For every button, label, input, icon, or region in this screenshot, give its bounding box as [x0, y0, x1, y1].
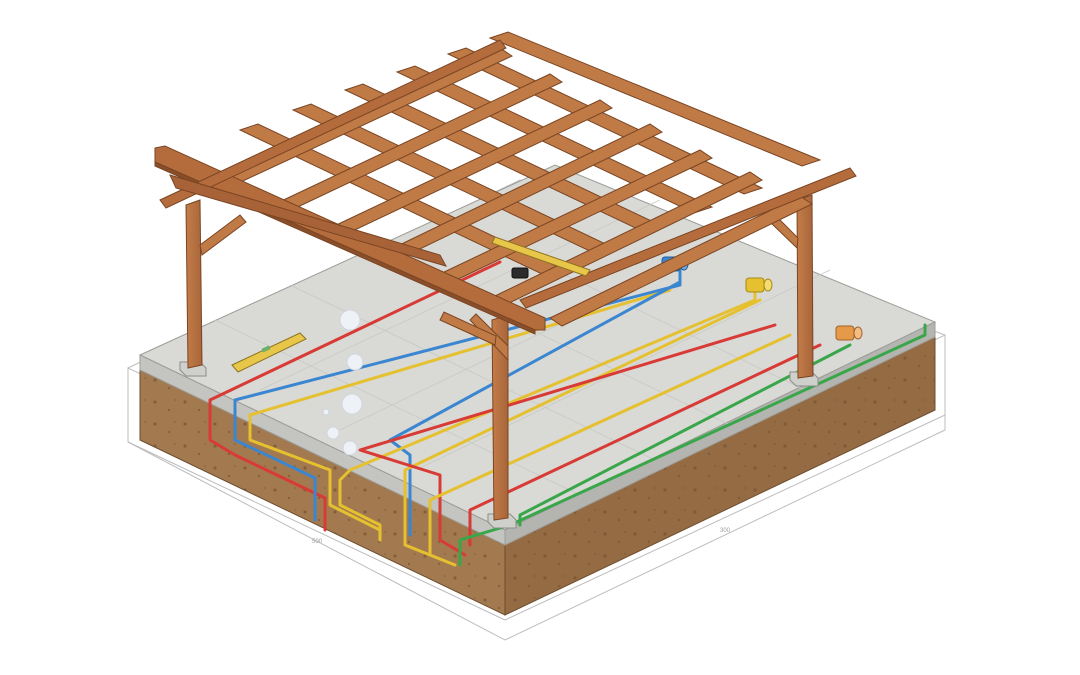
soil-block: [139, 334, 936, 616]
yellow-valve-icon: [745, 277, 773, 293]
main-beams: [154, 39, 857, 335]
measuring-tape-icon: [491, 236, 591, 277]
dimension-label-left: 500: [312, 539, 323, 545]
pipe-yellow-3: [403, 298, 762, 557]
beam-back: [169, 174, 448, 267]
pipe-red-1: [208, 260, 502, 532]
beam-front: [159, 39, 507, 209]
pipe-yellow-4: [428, 333, 792, 567]
post-front-left: [185, 199, 203, 369]
pipe-red-3: [468, 343, 822, 547]
pipe-green-2: [518, 343, 852, 527]
concrete-slab: [138, 164, 937, 546]
post-back-right: [796, 194, 814, 379]
lattice-roof: [218, 31, 822, 327]
bracket-icon: [511, 267, 529, 279]
pipe-yellow-1: [248, 288, 672, 532]
pergola-posts: [185, 194, 814, 521]
water-droplets: [322, 309, 364, 456]
dimension-label-right: 300: [720, 528, 731, 534]
orange-valve-icon: [835, 325, 863, 341]
beam-right: [519, 167, 857, 309]
pipe-yellow-2: [338, 288, 757, 542]
spirit-level-icon: [231, 332, 307, 373]
knee-braces: [199, 214, 799, 362]
